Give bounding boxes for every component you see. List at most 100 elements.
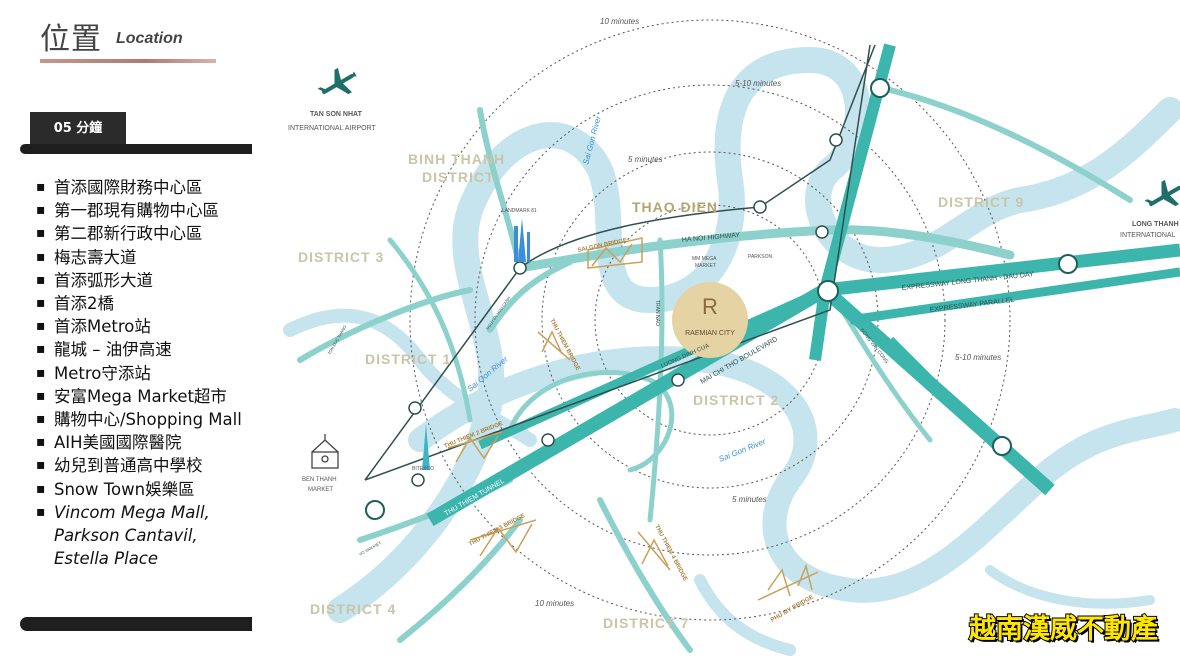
label-parkson: PARKSON — [748, 254, 772, 260]
label-thao-dien: THAO DIEN — [632, 199, 718, 215]
road-d9-north — [887, 87, 1133, 203]
metro-station — [411, 473, 425, 487]
bridges — [447, 237, 819, 601]
road-d3-b — [387, 237, 473, 423]
label-binh-thanh-district: DISTRICT — [422, 169, 495, 185]
list-item: 幼兒到普通高中學校 — [34, 454, 248, 477]
label-long-thanh-2: INTERNATIONAL — [1120, 232, 1176, 239]
label-ben-thanh: BEN THANH — [302, 477, 337, 483]
list-item: 龍城 – 油伊高速 — [34, 338, 248, 361]
panel-bottom-bar — [20, 617, 252, 631]
label-phu-my-bridge: PHU MY BRIDGE — [770, 594, 815, 623]
airplane-icon — [1144, 179, 1180, 207]
airplane-icon — [317, 67, 357, 95]
saigon-river — [327, 47, 1180, 623]
ring-label: 5 minutes — [628, 155, 663, 164]
thu-thiem-3-bridge-icon — [469, 519, 537, 557]
road-d4 — [397, 517, 523, 643]
list-item: 梅志壽大道 — [34, 246, 248, 269]
list-item: 首添2橋 — [34, 292, 248, 315]
ring-5-10-min — [474, 84, 946, 556]
label-tsn-airport-2: INTERNATIONAL AIRPORT — [288, 125, 376, 132]
road-luong-dinh-cua — [478, 285, 827, 450]
label-landmark81: LANDMARK 81 — [502, 208, 537, 214]
list-item: Metro守添站 — [34, 362, 248, 385]
road-nguyen-huu-canh — [487, 259, 573, 333]
location-map: R RAEMIAN CITY — [270, 0, 1180, 664]
metro-station — [671, 373, 685, 387]
watermark-text: 越南漢威不動產 — [968, 613, 1159, 646]
metro-station — [753, 200, 767, 214]
river-branch-2 — [694, 574, 796, 656]
title-underline — [40, 59, 216, 63]
ring-label: 10 minutes — [600, 17, 639, 26]
panel-top-bar — [20, 144, 252, 154]
metro-stations — [408, 133, 843, 487]
road-expressway-parallel — [849, 267, 1180, 325]
label-district-9: DISTRICT 9 — [938, 194, 1024, 210]
saigon-bridge-icon — [587, 237, 643, 269]
road-expressway — [824, 243, 1180, 297]
list-item: Vincom Mega Mall, Parkson Cantavil, Este… — [34, 501, 248, 571]
list-item: 購物中心/Shopping Mall — [34, 408, 248, 431]
label-saigon-river: Sai Gon River — [717, 437, 767, 464]
river-branch — [283, 308, 537, 447]
label-binh-thanh: BINH THANH — [408, 151, 505, 167]
metro-station — [541, 433, 555, 447]
list-item: 第一郡現有購物中心區 — [34, 199, 248, 222]
river-branch-3 — [985, 565, 1155, 609]
list-item: 首添國際財務中心區 — [34, 176, 248, 199]
panel-heading: 05 分鐘 — [30, 112, 126, 146]
page-header: 位置 Location — [40, 14, 220, 70]
raemian-city-marker: R RAEMIAN CITY — [672, 282, 748, 358]
road-d7 — [597, 497, 693, 653]
list-item: 首添弧形大道 — [34, 269, 248, 292]
label-bitexco: BITEXCO — [412, 466, 434, 472]
list-item: 首添Metro站 — [34, 315, 248, 338]
metro-station — [815, 225, 829, 239]
road-ha-noi — [515, 225, 1015, 273]
list-item: 安富Mega Market超市 — [34, 385, 248, 408]
place-labels: TAN SON NHAT INTERNATIONAL AIRPORT LONG … — [288, 111, 1179, 493]
interchange — [365, 500, 385, 520]
metro-line-1 — [364, 44, 876, 481]
ring-label: 5-10 minutes — [735, 79, 781, 88]
label-tran-nao: TRAN NAO — [654, 300, 660, 326]
metro-line-2 — [364, 44, 871, 481]
saigon-river-south — [408, 346, 1180, 603]
phu-my-bridge-icon — [757, 563, 819, 601]
label-ton-duc-thang: TON DUC THANG — [327, 324, 348, 355]
major-roads — [426, 43, 1180, 527]
label-district-7: DISTRICT 7 — [603, 615, 689, 631]
ring-label: 10 minutes — [535, 599, 574, 608]
ring-10-min — [409, 19, 1011, 621]
thu-thiem-4-bridge-icon — [637, 531, 671, 571]
label-district-4: DISTRICT 4 — [310, 601, 396, 617]
feature-list: 首添國際財務中心區 第一郡現有購物中心區 第二郡新行政中心區 梅志壽大道 首添弧… — [34, 176, 248, 570]
raemian-circle — [672, 282, 748, 358]
ring-label: 5 minutes — [732, 495, 767, 504]
interchanges — [365, 78, 1078, 520]
label-mm-mega-2: MARKET — [695, 263, 716, 269]
ben-thanh-market-icon — [311, 434, 339, 469]
label-district-2: DISTRICT 2 — [693, 392, 779, 408]
list-item: 第二郡新行政中心區 — [34, 222, 248, 245]
label-long-thanh: LONG THANH — [1132, 221, 1179, 228]
raemian-logo: R — [702, 294, 718, 319]
list-item: Snow Town娛樂區 — [34, 478, 248, 501]
page-title-en: Location — [116, 30, 183, 47]
label-thu-thiem-3-bridge: THU THIEM 3 BRIDGE — [468, 513, 526, 548]
list-item: AIH美國國際醫院 — [34, 431, 248, 454]
thu-thiem-bridge-icon — [537, 330, 571, 361]
road-d9-link — [886, 336, 1004, 454]
metro-station — [408, 401, 422, 415]
district-labels: BINH THANH DISTRICT DISTRICT 3 DISTRICT … — [298, 151, 1024, 631]
raemian-label: RAEMIAN CITY — [685, 330, 735, 337]
label-tsn-airport: TAN SON NHAT — [310, 111, 363, 118]
road-mai-chi-tho — [426, 283, 829, 527]
rivers — [283, 47, 1180, 656]
metro-station — [513, 261, 527, 275]
interchange — [817, 280, 839, 302]
metro-lines — [364, 44, 876, 481]
interchange — [992, 436, 1012, 456]
